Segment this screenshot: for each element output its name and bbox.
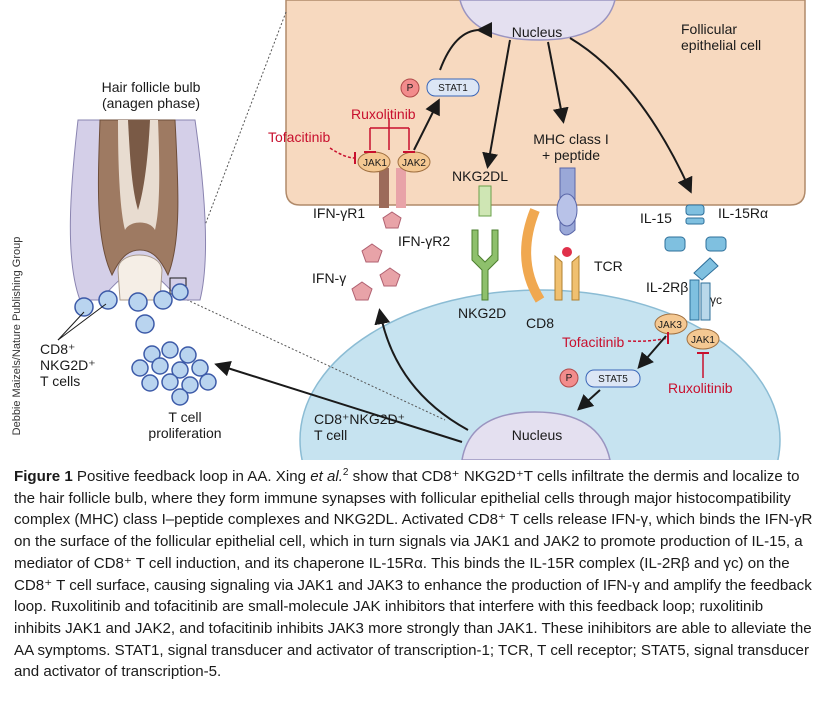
label-il-15r-alpha: IL-15Rα [718,205,769,221]
label-tofacitinib-top: Tofacitinib [268,129,331,145]
jak2-label: JAK2 [402,158,426,169]
label-p-top: P [406,83,414,94]
cd8-coreceptor [521,208,545,303]
label-ifn-gamma-r1: IFN-γR1 [313,205,366,221]
nucleus-top [459,0,616,41]
caption-reference: 2 [342,467,349,478]
ifn-gamma-molecules [351,243,401,301]
caption-citation: et al. [310,468,343,486]
label-p-bottom: P [565,373,573,384]
label-cd8: CD8 [526,315,555,331]
label-il-2r-beta: IL-2Rβ [646,279,689,295]
label-tofacitinib-bottom: Tofacitinib [562,334,625,350]
il2rb-gamma-c [654,257,720,350]
label-follicular-cell: Follicular epithelial cell [681,21,762,53]
il-15-complexes [664,204,727,252]
label-il-15: IL-15 [640,210,672,226]
follicle-t-cells [74,283,189,334]
label-tcr: TCR [594,258,623,274]
label-nucleus-top: Nucleus [511,24,563,40]
label-cd8-nkg2d-t-cells: CD8⁺ NKG2D⁺ T cells [40,341,96,389]
label-ruxolitinib-bottom: Ruxolitinib [668,380,733,396]
nkg2d-receptor [471,229,499,301]
figure-panel: Nucleus Follicular epithelial cell Hair … [11,0,806,591]
label-nucleus-bottom: Nucleus [511,427,563,443]
jak3-label: JAK3 [658,320,682,331]
label-nkg2dl: NKG2DL [452,168,509,184]
stat1-label: STAT1 [438,83,468,94]
caption-text-part1: Positive feedback loop in AA. Xing [76,468,311,486]
hair-follicle-bulb [69,119,206,301]
ifn-gamma-receptor [357,151,431,229]
zoom-line-bottom [182,297,446,421]
label-mhc-class-i: MHC class I + peptide [533,131,609,163]
label-ifn-gamma: IFN-γ [312,270,347,286]
tcr [554,254,580,301]
jak1-bottom-label: JAK1 [691,335,715,346]
label-nkg2d: NKG2D [458,305,507,321]
label-gamma-c: γc [710,293,722,307]
proliferating-t-cells [131,341,217,406]
figure-caption: Figure 1 Positive feedback loop in AA. X… [14,462,814,683]
label-t-cell-proliferation: T cell proliferation [148,409,222,441]
nucleus-bottom [461,411,611,461]
label-hair-follicle-bulb: Hair follicle bulb (anagen phase) [101,79,201,111]
label-cd8-t-cell: CD8⁺NKG2D⁺ T cell [314,411,406,443]
jak1-top-label: JAK1 [363,158,387,169]
stat5-label: STAT5 [598,374,628,385]
label-ruxolitinib-top: Ruxolitinib [351,106,416,122]
caption-figure-label: Figure 1 [14,468,73,486]
label-ifn-gamma-r2: IFN-γR2 [398,233,451,249]
image-credit: Debbie Maizels/Nature Publishing Group [11,236,23,436]
caption-text-part2: show that CD8⁺ NKG2D⁺T cells infiltrate … [14,468,813,681]
